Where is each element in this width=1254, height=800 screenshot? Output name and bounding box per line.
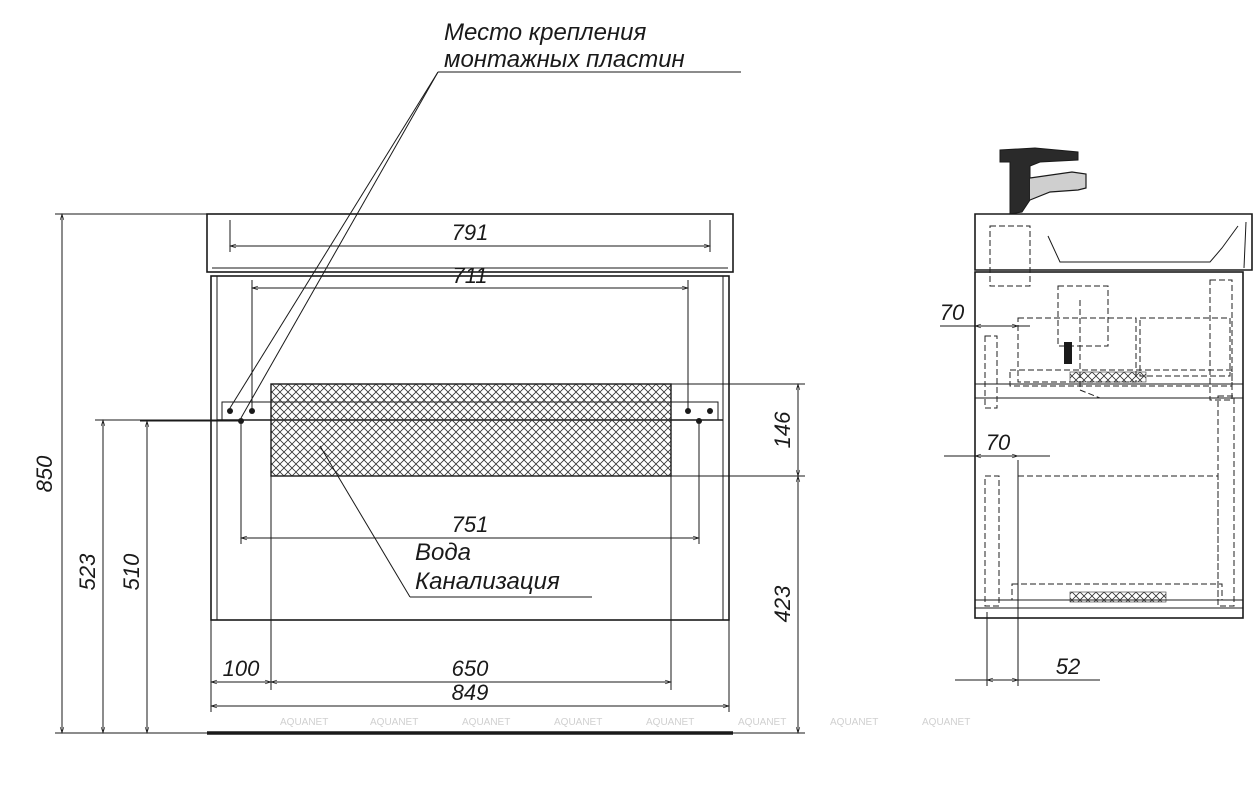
dim-791: 791: [452, 220, 489, 245]
dim-850: 850: [32, 455, 57, 492]
dim-70-top: 70: [940, 300, 965, 325]
mounting-hole: [227, 408, 233, 414]
watermark: AQUANET: [646, 717, 694, 728]
dim-523: 523: [75, 553, 100, 590]
sewer-label: Канализация: [415, 568, 560, 595]
mounting-hole: [696, 418, 702, 424]
watermark: AQUANET: [462, 717, 510, 728]
side-cabinet-outline: [974, 271, 1244, 619]
cabinet-outline: [210, 275, 730, 621]
mounting-hole: [249, 408, 255, 414]
dim-711: 711: [452, 263, 487, 288]
dim-751: 751: [452, 512, 489, 537]
dim-100: 100: [223, 656, 260, 681]
plumbing-zone: [270, 383, 672, 477]
watermark-row: AQUANET AQUANET AQUANET AQUANET AQUANET …: [280, 717, 970, 728]
water-label: Вода: [415, 539, 471, 566]
mount-title-line1: Место крепления: [444, 19, 646, 46]
watermark: AQUANET: [830, 717, 878, 728]
watermark: AQUANET: [280, 717, 328, 728]
mounting-hole: [707, 408, 713, 414]
dim-650: 650: [452, 656, 489, 681]
watermark: AQUANET: [554, 717, 602, 728]
watermark: AQUANET: [370, 717, 418, 728]
dim-849: 849: [452, 680, 489, 705]
watermark: AQUANET: [738, 717, 786, 728]
side-view: 70 70 52: [940, 147, 1253, 686]
dim-146: 146: [770, 411, 795, 448]
faucet-icon: [999, 147, 1079, 215]
mount-title-line2: монтажных пластин: [444, 46, 685, 73]
dim-52: 52: [1056, 654, 1080, 679]
dim-510: 510: [119, 553, 144, 590]
dim-423: 423: [770, 585, 795, 622]
sink-top-outline: [206, 213, 734, 273]
watermark: AQUANET: [922, 717, 970, 728]
mounting-hole: [685, 408, 691, 414]
dim-70-mid: 70: [986, 430, 1011, 455]
front-view: Место крепления монтажных пластин Вода К…: [32, 19, 805, 735]
basin-outline: [974, 213, 1253, 271]
